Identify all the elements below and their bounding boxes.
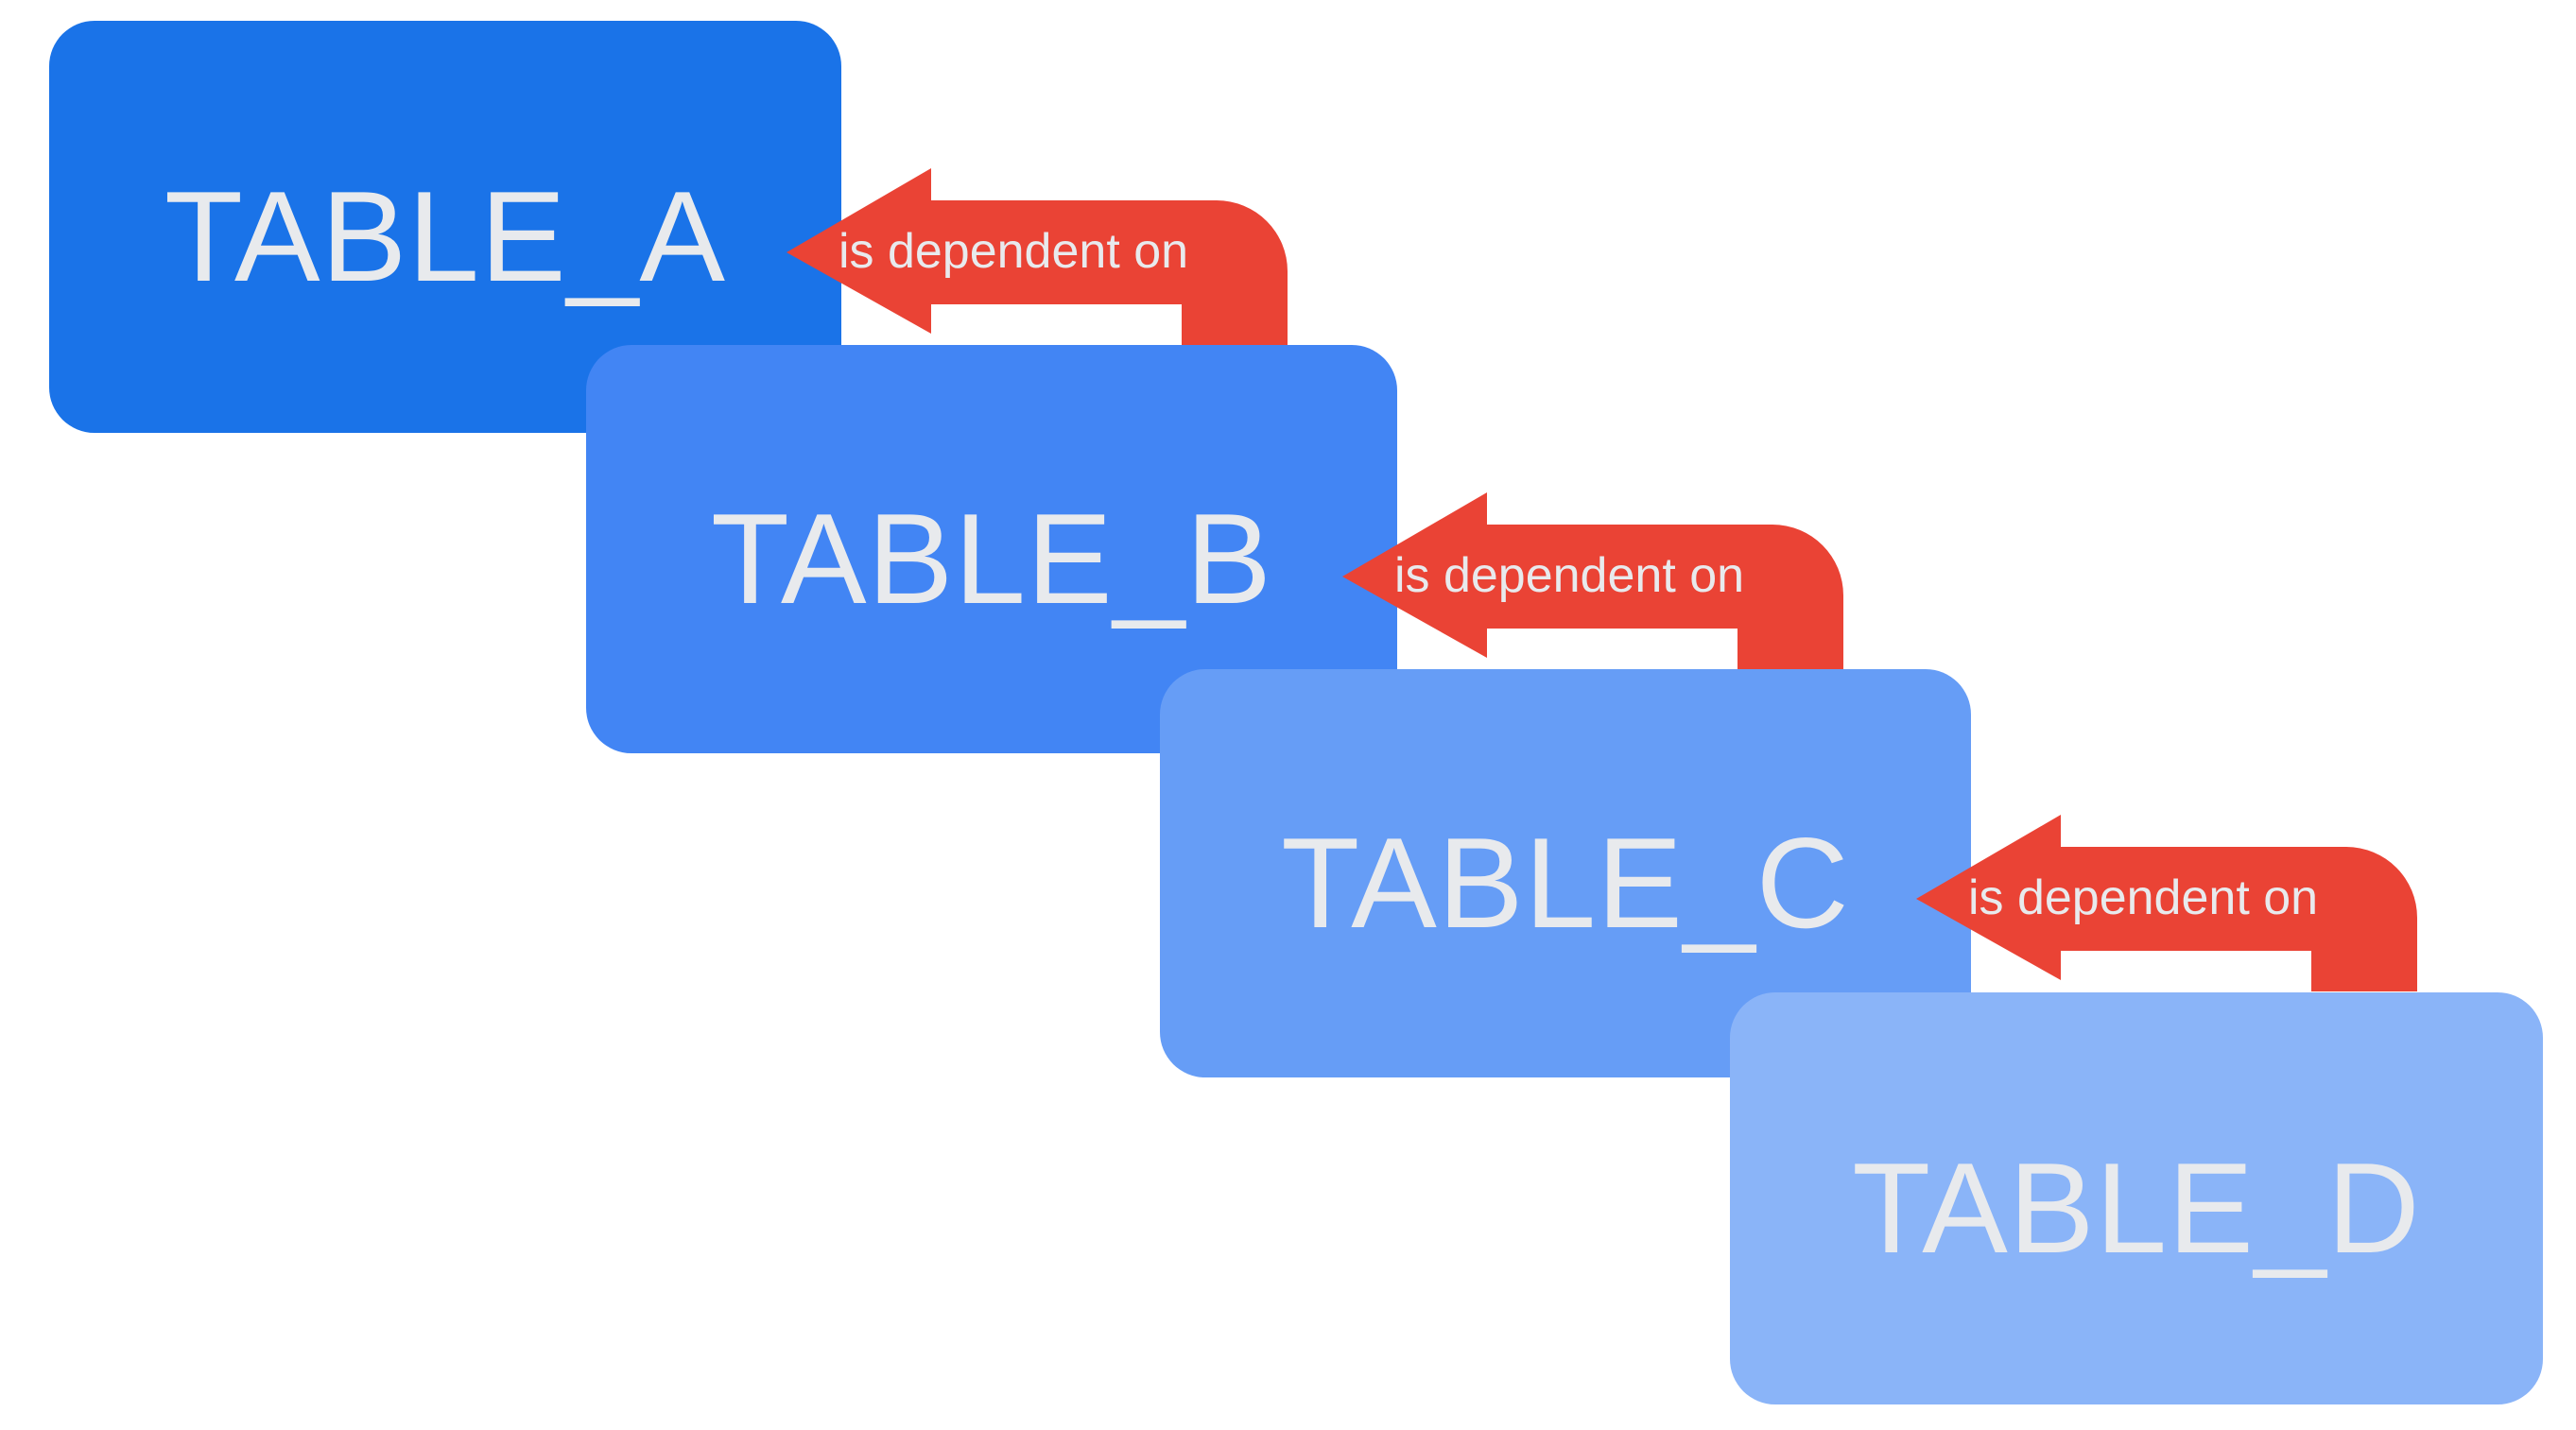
- table-c-label: TABLE_C: [1281, 811, 1850, 955]
- dependency-arrow-d-to-c: is dependent on: [1916, 815, 2417, 991]
- dependency-arrow-c-to-b: is dependent on: [1342, 492, 1843, 669]
- table-b-label: TABLE_B: [710, 487, 1273, 630]
- left-arrow-icon: [1916, 815, 2417, 991]
- left-arrow-icon: [787, 168, 1288, 345]
- table-d-label: TABLE_D: [1852, 1136, 2421, 1280]
- dependency-label: is dependent on: [1968, 870, 2318, 925]
- dependency-label: is dependent on: [838, 224, 1188, 279]
- table-node-a: TABLE_A: [49, 21, 841, 433]
- dependency-arrow-b-to-a: is dependent on: [787, 168, 1288, 345]
- left-arrow-icon: [1342, 492, 1843, 669]
- dependency-label: is dependent on: [1394, 548, 1744, 603]
- table-a-label: TABLE_A: [164, 164, 727, 308]
- table-node-d: TABLE_D: [1730, 992, 2543, 1404]
